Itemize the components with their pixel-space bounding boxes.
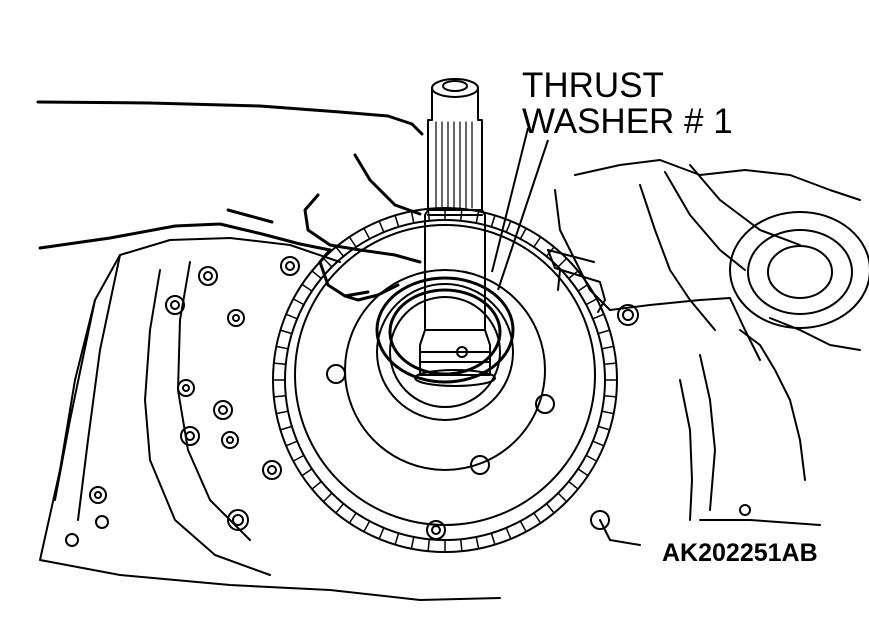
- ring-gear: [679, 317, 861, 521]
- shaft-splines: [435, 121, 473, 209]
- drum-tooth: [601, 410, 614, 415]
- drum-tooth: [490, 532, 496, 545]
- drum-tooth: [533, 512, 542, 524]
- case-left-flange: [54, 254, 121, 521]
- drum-tooth: [378, 220, 385, 233]
- drum-tooth: [285, 313, 298, 320]
- drum-tooth: [592, 440, 605, 447]
- bottom-details: [590, 504, 821, 546]
- drum-tooth: [545, 503, 555, 514]
- drum-tooth: [475, 536, 480, 549]
- drum-tooth: [378, 527, 385, 540]
- pump-block: [547, 249, 606, 313]
- callout-leaders: [491, 127, 549, 291]
- drum-tooth: [285, 440, 298, 447]
- drum-tooth: [335, 503, 345, 514]
- drum-tooth: [533, 236, 542, 248]
- drum-hub: [376, 283, 514, 421]
- callout-line-2: WASHER # 1: [522, 102, 733, 141]
- drum-tooth: [557, 492, 568, 503]
- drum-tooth: [568, 480, 579, 490]
- drum-tooth: [490, 215, 496, 228]
- drum-tooth: [394, 215, 400, 228]
- drum-tooth: [519, 227, 527, 240]
- flange-holes: [326, 364, 555, 475]
- drum-teeth: [273, 208, 617, 552]
- drum-tooth: [410, 536, 415, 549]
- drum-tooth: [348, 512, 357, 524]
- drum-tooth: [577, 468, 589, 477]
- callout-line-1: THRUST: [522, 66, 664, 105]
- drum-tooth: [592, 313, 605, 320]
- drum-tooth: [505, 220, 512, 233]
- case-inner-rib: [144, 269, 271, 576]
- drum-tooth: [601, 345, 614, 350]
- drum-tooth: [301, 283, 313, 292]
- drum-tooth: [597, 425, 610, 431]
- drum-tooth: [280, 425, 293, 431]
- drum-tooth: [585, 454, 598, 462]
- drum-tooth: [585, 298, 598, 306]
- drum-tooth: [276, 345, 289, 350]
- drum-hub-inner: [389, 296, 501, 408]
- input-shaft: [414, 78, 496, 387]
- drum-tooth: [519, 520, 527, 533]
- drum-tooth: [427, 539, 431, 552]
- drum-tooth: [557, 257, 568, 268]
- thrust-washer-label: THRUST WASHER # 1: [522, 68, 733, 140]
- drum-tooth: [322, 492, 333, 503]
- drum-tooth: [273, 362, 286, 366]
- drum-tooth: [568, 270, 579, 280]
- drum-tooth: [459, 208, 463, 221]
- drum-tooth: [459, 539, 463, 552]
- drum-tooth: [363, 227, 371, 240]
- drum-tooth: [273, 394, 286, 398]
- drum-tooth: [292, 454, 305, 462]
- figure-id: AK202251AB: [662, 539, 818, 567]
- drum-tooth: [545, 246, 555, 257]
- drum-tooth: [475, 211, 480, 224]
- drum-tooth: [505, 527, 512, 540]
- drum-tooth: [276, 410, 289, 415]
- drum-tooth: [604, 362, 617, 366]
- hand: [36, 100, 424, 302]
- drum-tooth: [394, 532, 400, 545]
- drum-tooth: [280, 329, 293, 335]
- drum-tooth: [311, 270, 322, 280]
- drum-tooth: [322, 257, 333, 268]
- drum-tooth: [335, 246, 345, 257]
- drum-tooth: [301, 468, 313, 477]
- drum-tooth: [348, 236, 357, 248]
- drum-tooth: [311, 480, 322, 490]
- drum-tooth: [597, 329, 610, 335]
- drum-tooth: [604, 394, 617, 398]
- drum-flange: [294, 224, 596, 526]
- drum-tooth: [410, 211, 415, 224]
- right-casing: [554, 159, 869, 361]
- case-bolts: [65, 256, 639, 547]
- drum-tooth: [363, 520, 371, 533]
- case-inner-rib-2: [177, 261, 251, 541]
- drum-tooth: [292, 298, 305, 306]
- drum-tooth: [427, 208, 431, 221]
- drum-tooth: [577, 283, 589, 292]
